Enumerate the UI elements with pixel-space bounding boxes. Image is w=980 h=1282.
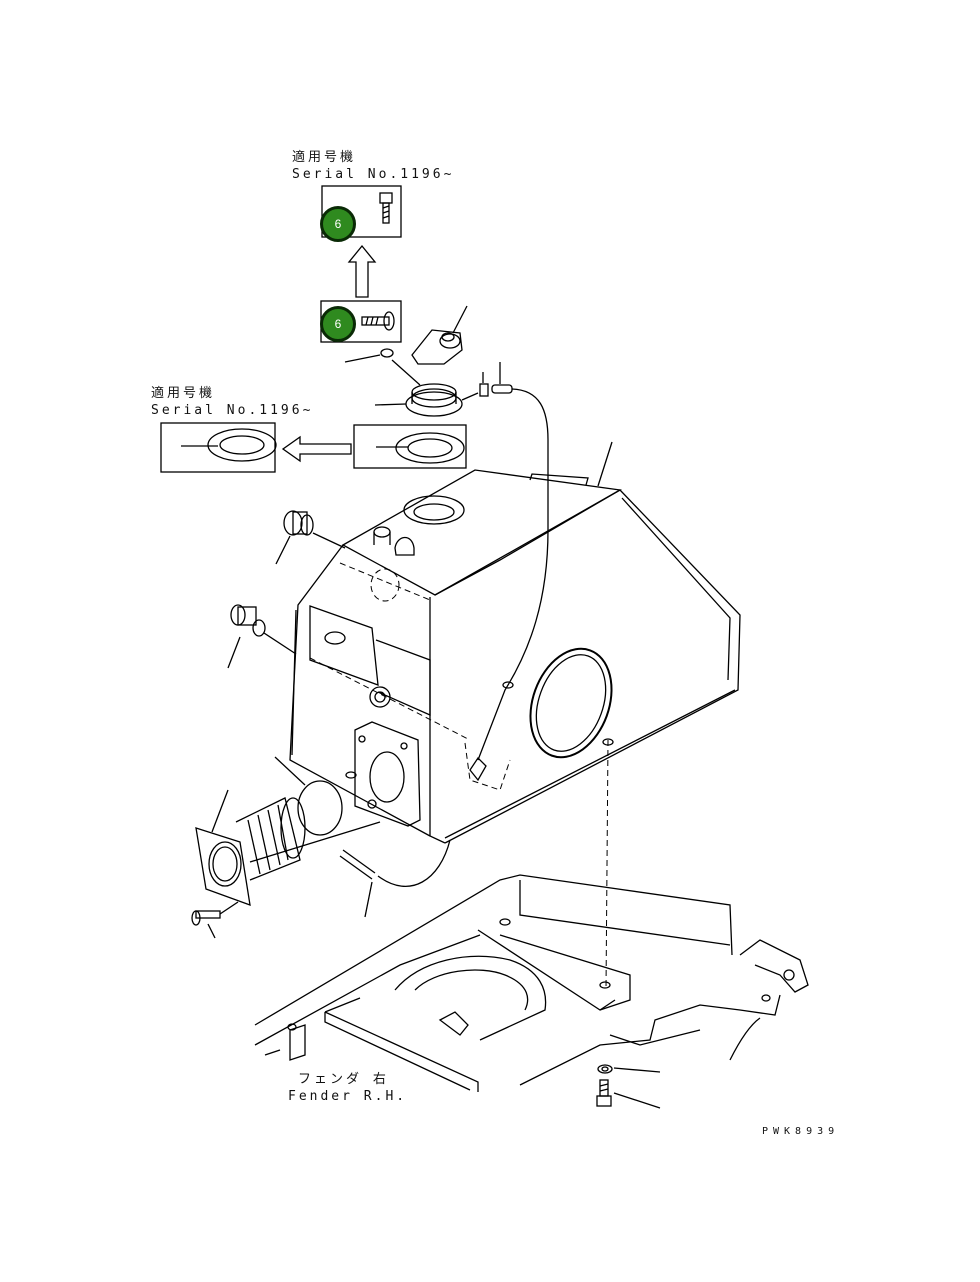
suction-strainer bbox=[195, 789, 381, 906]
serial-left-jp-label: 適用号機 bbox=[151, 386, 216, 401]
flange-bolt-icon bbox=[361, 311, 395, 331]
supersede-arrow-up bbox=[347, 244, 377, 298]
bolt-new-inset bbox=[321, 185, 402, 238]
fender-jp-label: フェンダ 右 bbox=[298, 1072, 389, 1087]
suction-gasket bbox=[297, 780, 343, 836]
drain-hose bbox=[339, 839, 451, 918]
serial-top-en-label: Serial No.1196~ bbox=[292, 167, 455, 182]
filler-flange bbox=[374, 383, 479, 417]
revolving-frame bbox=[254, 874, 809, 1092]
hydraulic-tank bbox=[289, 441, 741, 991]
drawing-code: PWK8939 bbox=[762, 1126, 840, 1137]
bolt-old-inset bbox=[320, 300, 402, 343]
serial-left-en-label: Serial No.1196~ bbox=[151, 403, 314, 418]
gasket-new-inset bbox=[160, 422, 277, 473]
leader-line bbox=[391, 359, 421, 386]
level-sensor bbox=[477, 362, 549, 761]
plug-lower bbox=[227, 604, 297, 669]
callout-badge-bolt-old[interactable]: 6 bbox=[320, 306, 356, 342]
fender-en-label: Fender R.H. bbox=[288, 1089, 408, 1104]
washer bbox=[380, 348, 394, 358]
strainer-bolt bbox=[191, 901, 239, 939]
gasket-old-inset bbox=[353, 424, 467, 469]
supersede-arrow-left bbox=[281, 435, 352, 463]
leader-line bbox=[344, 354, 381, 363]
callout-badge-bolt-new[interactable]: 6 bbox=[320, 206, 356, 242]
hex-bolt-icon bbox=[379, 192, 393, 224]
mount-washer-bolt bbox=[596, 1064, 661, 1109]
serial-top-jp-label: 適用号機 bbox=[292, 150, 357, 165]
plug-upper bbox=[275, 510, 346, 565]
breather-cap bbox=[411, 305, 468, 365]
